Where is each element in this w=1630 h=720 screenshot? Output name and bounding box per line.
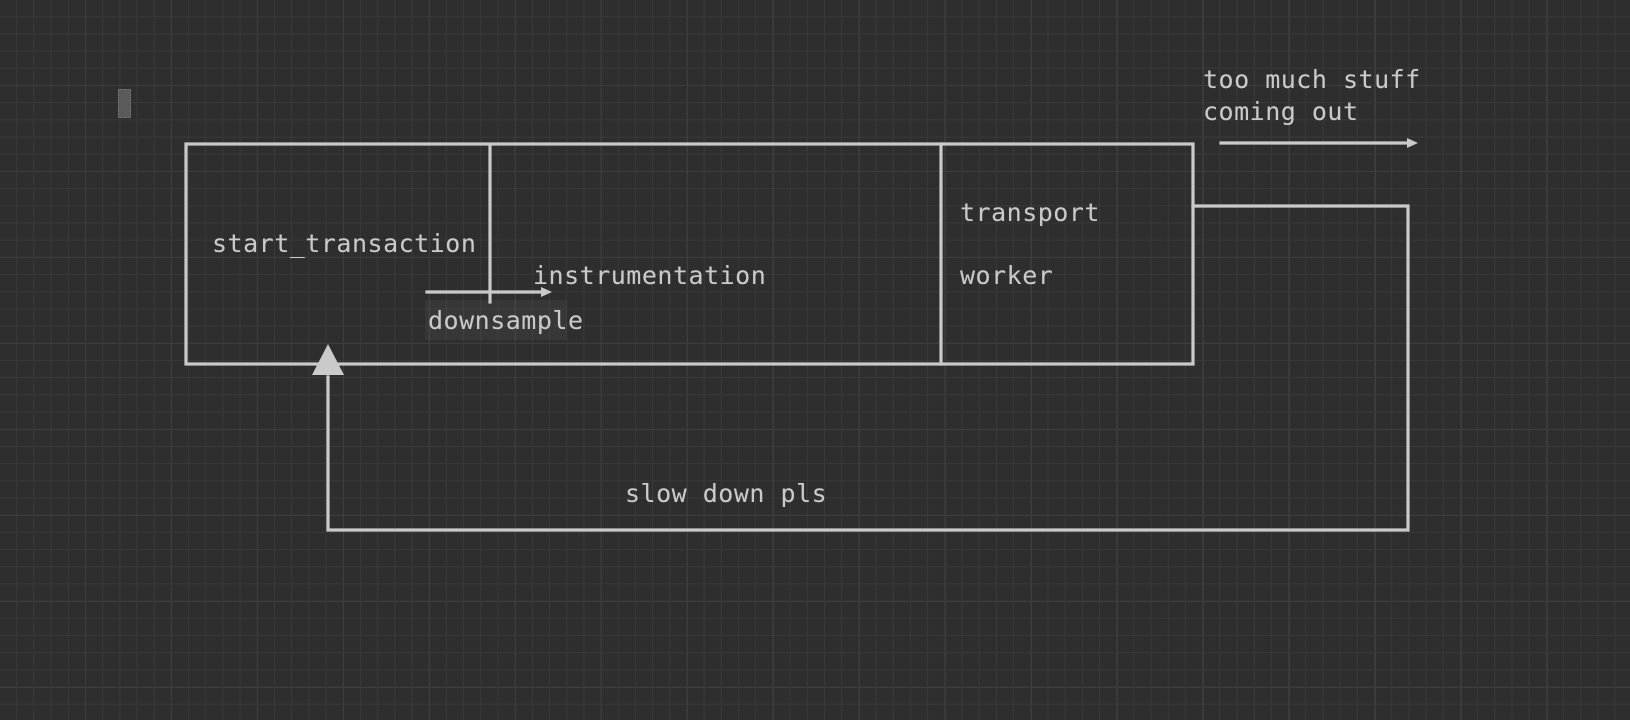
cursor-marker [118, 89, 131, 118]
downsample-label-highlight [425, 300, 567, 340]
node-label-start-transaction: start_transaction [212, 229, 477, 258]
edge-label-coming-out: coming out [1203, 97, 1359, 126]
outer-container-box [184, 142, 1195, 366]
edge-label-instrumentation: instrumentation [533, 261, 767, 290]
edge-label-too-much-stuff: too much stuff [1203, 65, 1421, 94]
feedback-arrowhead [312, 344, 344, 375]
node-label-worker: worker [960, 261, 1054, 290]
feedback-loop-path [326, 204, 1410, 532]
edge-label-downsample: downsample [428, 306, 584, 335]
node-label-transport: transport [960, 198, 1100, 227]
edge-label-slow-down-pls: slow down pls [625, 479, 828, 508]
